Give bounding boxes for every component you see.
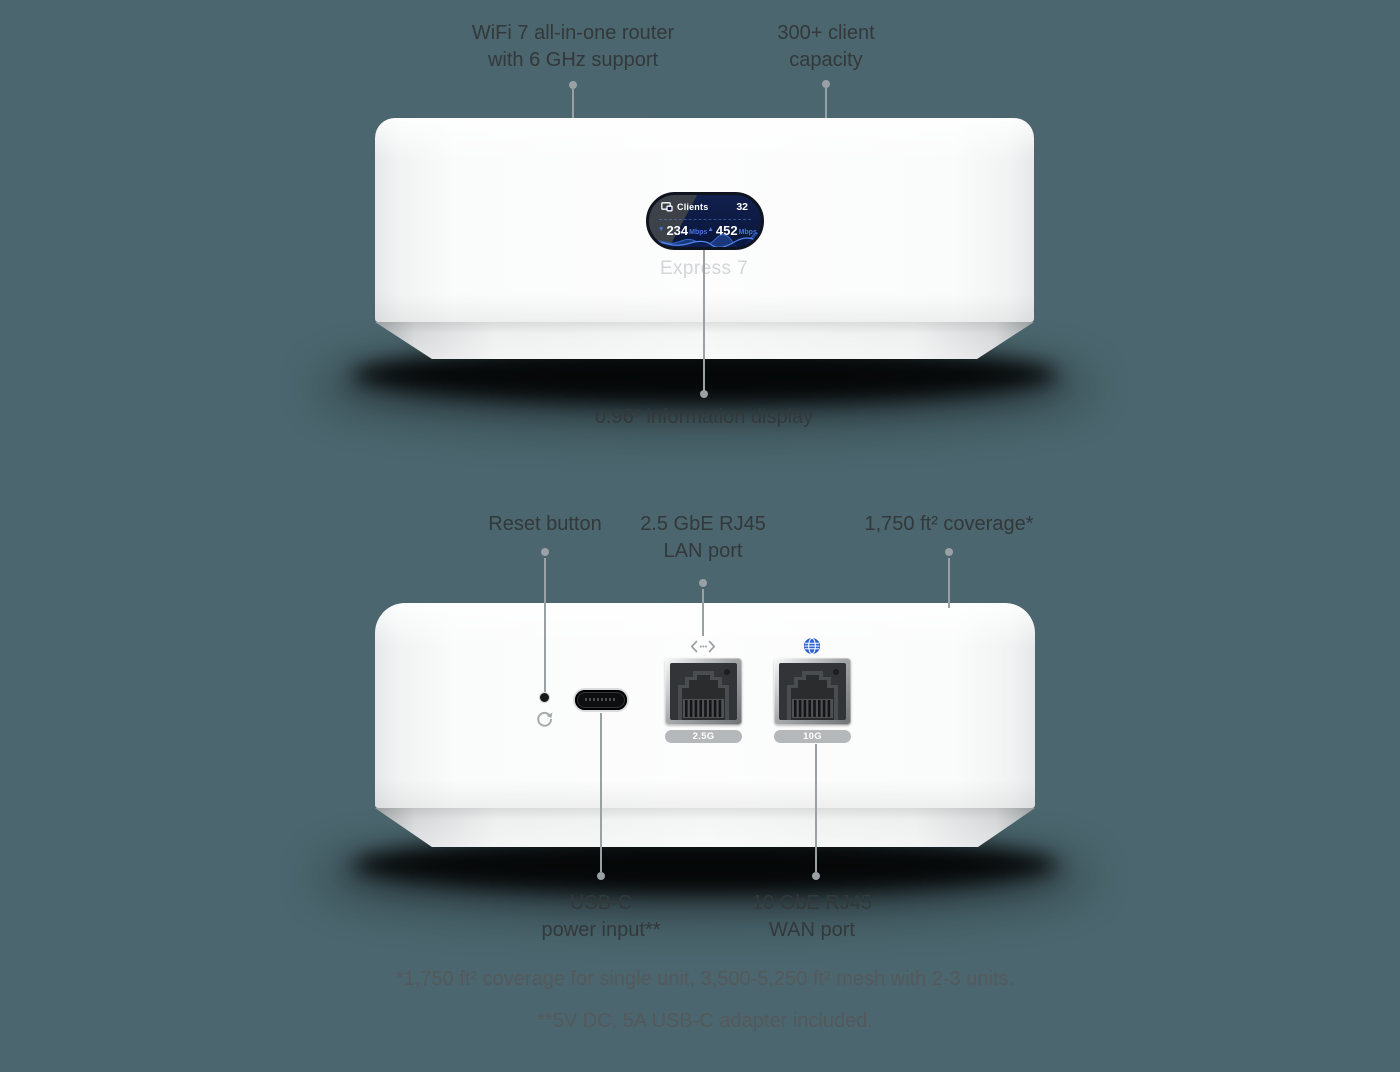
callout-dot — [569, 81, 577, 89]
callout-dot — [541, 548, 549, 556]
callout-line — [948, 558, 950, 608]
callout-wifi7-line2: with 6 GHz support — [487, 49, 659, 71]
download-arrow-icon: ▼ — [658, 226, 665, 234]
back-device-base — [375, 808, 1035, 847]
footnote-coverage: *1,750 ft² coverage for single unit, 3,5… — [395, 968, 1015, 990]
callout-dot — [822, 80, 830, 88]
clients-icon — [661, 202, 673, 212]
callout-dot — [597, 872, 605, 880]
rj45-jack — [779, 663, 846, 720]
wan-rj45-port — [774, 658, 851, 725]
rj45-jack — [670, 663, 737, 720]
callout-info-display: 0.96″ information display — [595, 404, 813, 431]
lan-rj45-port — [665, 658, 742, 725]
callout-wan-line1: 10 GbE RJ45 — [751, 892, 873, 914]
callout-line — [825, 88, 827, 119]
wan-globe-icon — [804, 637, 820, 655]
callout-reset-text: Reset button — [488, 513, 602, 535]
upload-value: 452 — [715, 223, 738, 238]
callout-dot — [945, 548, 953, 556]
callout-line — [544, 558, 546, 692]
callout-wan-line2: WAN port — [769, 919, 855, 941]
callout-capacity-line2: capacity — [789, 49, 863, 71]
upload-group: ▲ 452 Mbps — [707, 223, 756, 238]
upload-unit: Mbps — [738, 228, 757, 236]
callout-wifi7-line1: WiFi 7 all-in-one router — [471, 22, 675, 44]
callout-dot — [699, 579, 707, 587]
callout-line — [702, 589, 704, 636]
usb-c-port — [575, 690, 627, 710]
callout-client-capacity: 300+ client capacity — [777, 20, 874, 74]
lan-port-badge: 2.5G — [665, 730, 742, 743]
callout-line — [572, 89, 574, 119]
download-value: 234 — [666, 223, 689, 238]
callout-line — [703, 250, 705, 392]
clients-value: 32 — [736, 201, 748, 213]
info-display: Clients 32 ▼ 234 Mbps ▲ 452 Mbps — [646, 192, 764, 250]
throughput-graph — [649, 232, 761, 247]
callout-lan: 2.5 GbE RJ45 LAN port — [640, 511, 766, 565]
callout-lan-line2: LAN port — [663, 540, 743, 562]
lan-arrows-icon — [690, 640, 716, 653]
screen-divider — [659, 219, 751, 220]
download-unit: Mbps — [689, 228, 708, 236]
throughput-row: ▼ 234 Mbps ▲ 452 Mbps — [658, 223, 757, 238]
callout-wifi7: WiFi 7 all-in-one router with 6 GHz supp… — [472, 20, 674, 74]
callout-coverage-text: 1,750 ft² coverage* — [864, 513, 1034, 535]
callout-wan-port: 10 GbE RJ45 WAN port — [752, 890, 872, 944]
callout-info-display-text: 0.96″ information display — [594, 406, 814, 428]
reset-icon — [537, 711, 553, 727]
callout-usb-line2: power input** — [541, 919, 661, 941]
callout-usb-power: USB-C power input** — [542, 890, 661, 944]
footnote-power: **5V DC, 5A USB-C adapter included. — [537, 1010, 873, 1032]
clients-row: Clients 32 — [661, 201, 748, 213]
callout-line — [600, 713, 602, 872]
callout-lan-line1: 2.5 GbE RJ45 — [640, 513, 766, 535]
reset-pinhole — [540, 693, 549, 702]
callout-capacity-line1: 300+ client — [777, 22, 875, 44]
upload-arrow-icon: ▲ — [707, 226, 714, 234]
callout-dot — [812, 872, 820, 880]
callout-usb-line1: USB-C — [569, 892, 633, 914]
callout-coverage: 1,750 ft² coverage* — [865, 511, 1034, 538]
callout-dot — [700, 390, 708, 398]
clients-label: Clients — [677, 202, 709, 212]
callout-reset: Reset button — [488, 511, 601, 538]
callout-line — [815, 744, 817, 872]
wan-port-badge: 10G — [774, 730, 851, 743]
